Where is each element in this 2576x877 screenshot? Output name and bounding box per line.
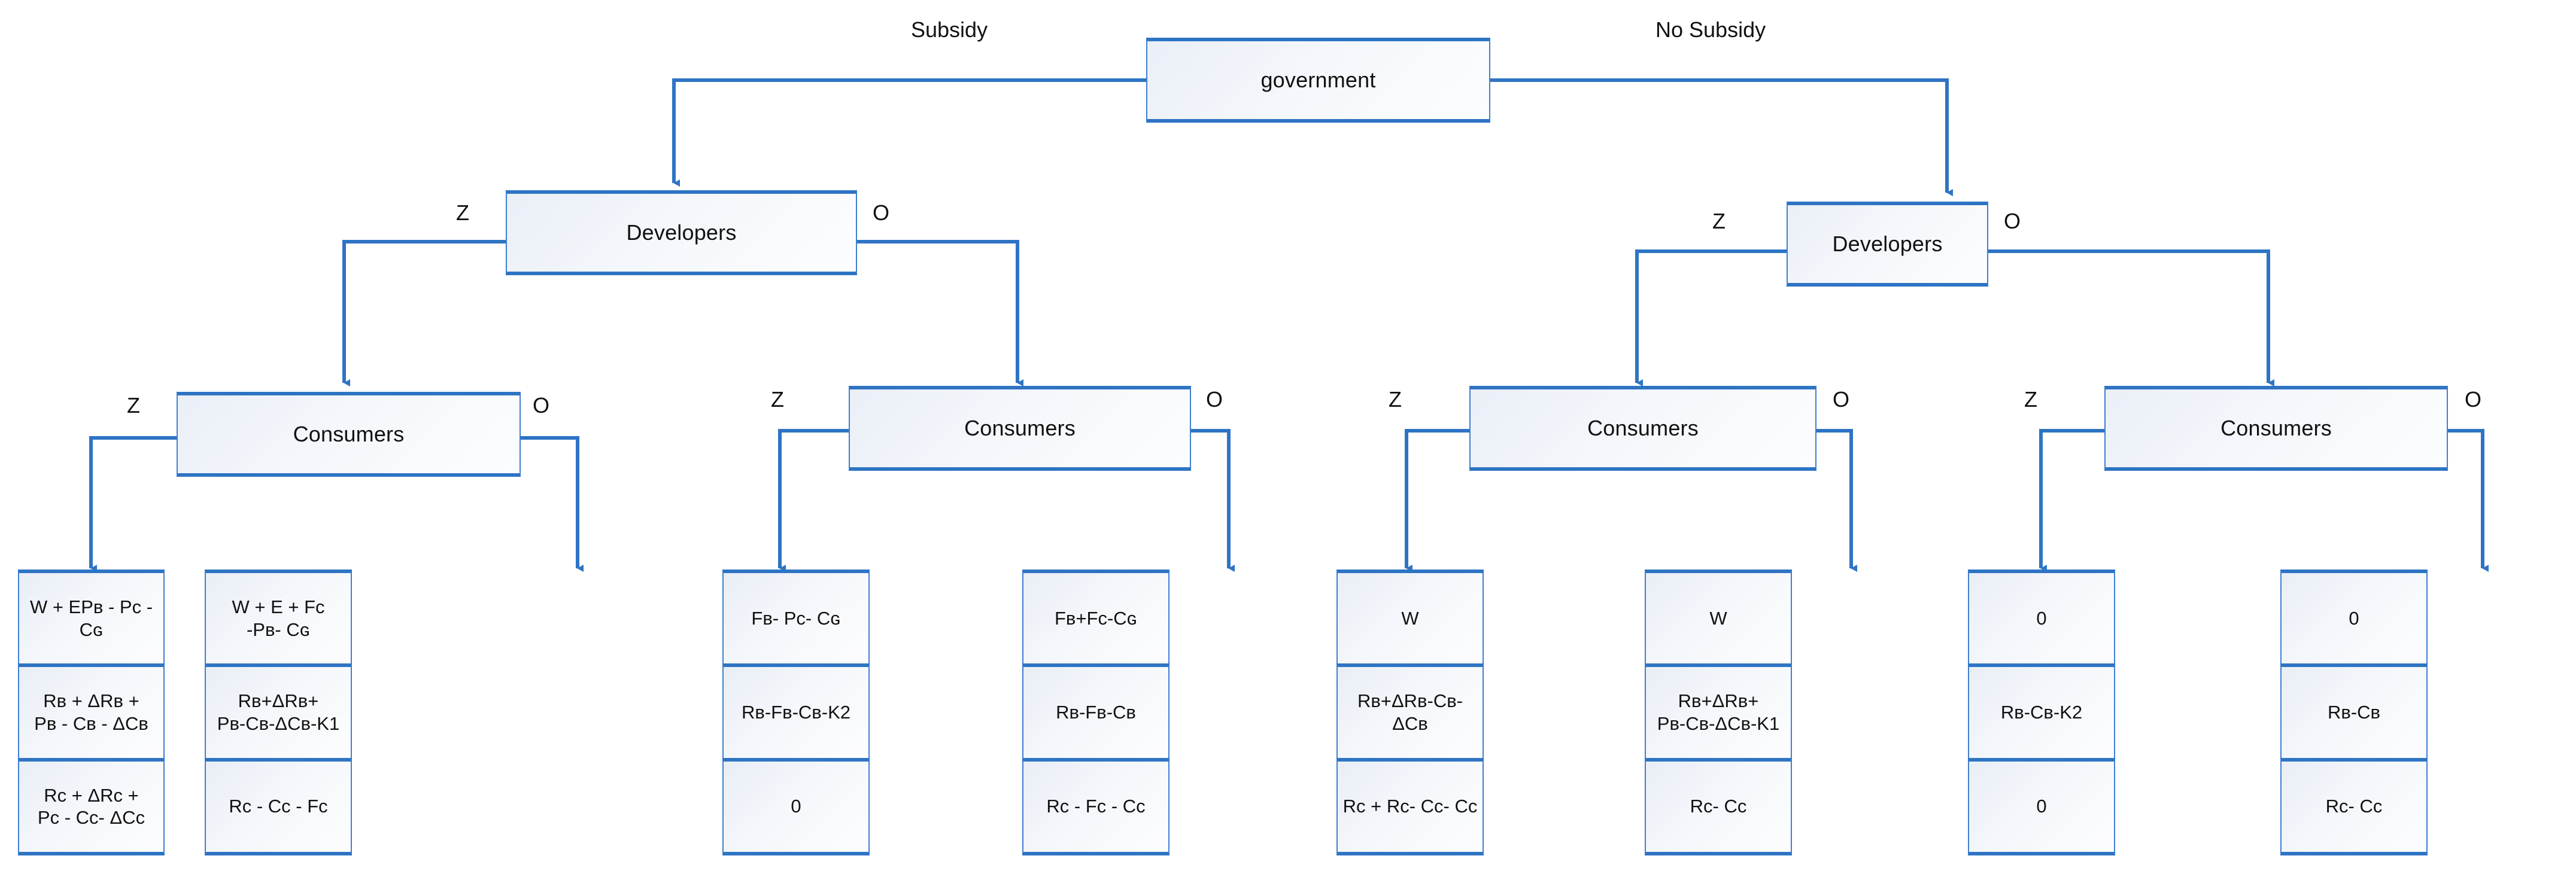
- payoff-2-consumer-cell: Rᴄ - Cᴄ - Fᴄ: [205, 757, 352, 855]
- payoff-box-2[interactable]: W + E + Fᴄ -Pʙ- Cɢ Rʙ+ΔRʙ+ Pʙ-Cʙ-ΔCʙ-K1 …: [205, 570, 352, 855]
- edge-devleft-o: [857, 240, 1023, 386]
- payoff-5-consumer-cell: Rᴄ + Rᴄ- Cᴄ- Cᴄ: [1336, 757, 1484, 855]
- node-developers-left[interactable]: Developers: [506, 190, 857, 275]
- edge-devleft-z: [342, 240, 506, 386]
- payoff-7-developer-cell: Rʙ-Cʙ-K2: [1968, 663, 2115, 762]
- payoff-1-developer-cell: Rʙ + ΔRʙ + Pʙ - Cʙ - ΔCʙ: [18, 663, 165, 762]
- edge-label-devleft-z: Z: [456, 200, 469, 225]
- payoff-8-government-cell: 0: [2280, 570, 2428, 668]
- edge-label-cons3-o: O: [1833, 387, 1850, 412]
- node-developers-left-label: Developers: [626, 220, 737, 245]
- edge-label-devright-z: Z: [1712, 209, 1726, 233]
- node-developers-right-label: Developers: [1832, 232, 1943, 256]
- edge-cons3-z: [1405, 429, 1469, 572]
- edge-cons3-o: [1816, 429, 1857, 572]
- node-consumers-3-label: Consumers: [1587, 416, 1699, 440]
- edge-devright-z: [1635, 249, 1787, 386]
- payoff-3-government-cell: Fʙ- Pᴄ- Cɢ: [722, 570, 870, 668]
- payoff-box-3[interactable]: Fʙ- Pᴄ- Cɢ Rʙ-Fʙ-Cʙ-K2 0: [722, 570, 870, 855]
- node-government-label: government: [1260, 68, 1376, 92]
- edge-label-cons1-z: Z: [127, 393, 140, 418]
- node-developers-right[interactable]: Developers: [1787, 202, 1988, 287]
- payoff-4-government-cell: Fʙ+Fᴄ-Cɢ: [1022, 570, 1169, 668]
- payoff-1-consumer-cell: Rᴄ + ΔRᴄ + Pᴄ - Cᴄ- ΔCᴄ: [18, 757, 165, 855]
- payoff-box-5[interactable]: W Rʙ+ΔRʙ-Cʙ-ΔCʙ Rᴄ + Rᴄ- Cᴄ- Cᴄ: [1336, 570, 1484, 855]
- edge-label-cons3-z: Z: [1389, 387, 1402, 412]
- payoff-3-developer-cell: Rʙ-Fʙ-Cʙ-K2: [722, 663, 870, 762]
- payoff-box-4[interactable]: Fʙ+Fᴄ-Cɢ Rʙ-Fʙ-Cʙ Rᴄ - Fᴄ - Cᴄ: [1022, 570, 1169, 855]
- payoff-8-consumer-cell: Rᴄ- Cᴄ: [2280, 757, 2428, 855]
- payoff-8-developer-cell: Rʙ-Cʙ: [2280, 663, 2428, 762]
- edge-label-subsidy: Subsidy: [911, 17, 988, 42]
- edge-root-no-subsidy: [1490, 78, 1953, 196]
- node-consumers-2[interactable]: Consumers: [849, 386, 1191, 471]
- node-consumers-4[interactable]: Consumers: [2104, 386, 2448, 471]
- edge-cons2-o: [1191, 429, 1235, 572]
- edge-cons1-o: [521, 436, 584, 572]
- payoff-box-6[interactable]: W Rʙ+ΔRʙ+ Pʙ-Cʙ-ΔCʙ-K1 Rᴄ- Cᴄ: [1645, 570, 1792, 855]
- payoff-3-consumer-cell: 0: [722, 757, 870, 855]
- payoff-7-consumer-cell: 0: [1968, 757, 2115, 855]
- edge-label-cons4-o: O: [2465, 387, 2482, 412]
- node-consumers-1-label: Consumers: [293, 422, 405, 446]
- node-consumers-3[interactable]: Consumers: [1469, 386, 1816, 471]
- payoff-7-government-cell: 0: [1968, 570, 2115, 668]
- edge-label-cons1-o: O: [533, 393, 550, 418]
- edge-cons1-z: [89, 436, 177, 572]
- node-consumers-1[interactable]: Consumers: [177, 392, 521, 477]
- edge-label-cons2-o: O: [1206, 387, 1223, 412]
- payoff-box-7[interactable]: 0 Rʙ-Cʙ-K2 0: [1968, 570, 2115, 855]
- edge-label-devright-o: O: [2004, 209, 2021, 233]
- payoff-2-developer-cell: Rʙ+ΔRʙ+ Pʙ-Cʙ-ΔCʙ-K1: [205, 663, 352, 762]
- payoff-6-consumer-cell: Rᴄ- Cᴄ: [1645, 757, 1792, 855]
- edge-cons2-z: [778, 429, 849, 572]
- edge-label-cons2-z: Z: [771, 387, 784, 412]
- edge-label-devleft-o: O: [873, 200, 890, 225]
- edge-cons4-z: [2039, 429, 2104, 572]
- edge-cons4-o: [2448, 429, 2489, 572]
- payoff-6-developer-cell: Rʙ+ΔRʙ+ Pʙ-Cʙ-ΔCʙ-K1: [1645, 663, 1792, 762]
- node-consumers-2-label: Consumers: [964, 416, 1076, 440]
- edge-root-subsidy: [672, 78, 1146, 187]
- payoff-2-government-cell: W + E + Fᴄ -Pʙ- Cɢ: [205, 570, 352, 668]
- edge-label-cons4-z: Z: [2024, 387, 2037, 412]
- payoff-1-government-cell: W + EPʙ - Pᴄ - Cɢ: [18, 570, 165, 668]
- payoff-5-government-cell: W: [1336, 570, 1484, 668]
- payoff-4-consumer-cell: Rᴄ - Fᴄ - Cᴄ: [1022, 757, 1169, 855]
- node-consumers-4-label: Consumers: [2220, 416, 2332, 440]
- payoff-5-developer-cell: Rʙ+ΔRʙ-Cʙ-ΔCʙ: [1336, 663, 1484, 762]
- payoff-box-1[interactable]: W + EPʙ - Pᴄ - Cɢ Rʙ + ΔRʙ + Pʙ - Cʙ - Δ…: [18, 570, 165, 855]
- payoff-6-government-cell: W: [1645, 570, 1792, 668]
- payoff-box-8[interactable]: 0 Rʙ-Cʙ Rᴄ- Cᴄ: [2280, 570, 2428, 855]
- edge-label-no-subsidy: No Subsidy: [1655, 17, 1766, 42]
- edge-devright-o: [1988, 249, 2274, 386]
- node-government[interactable]: government: [1146, 38, 1490, 123]
- payoff-4-developer-cell: Rʙ-Fʙ-Cʙ: [1022, 663, 1169, 762]
